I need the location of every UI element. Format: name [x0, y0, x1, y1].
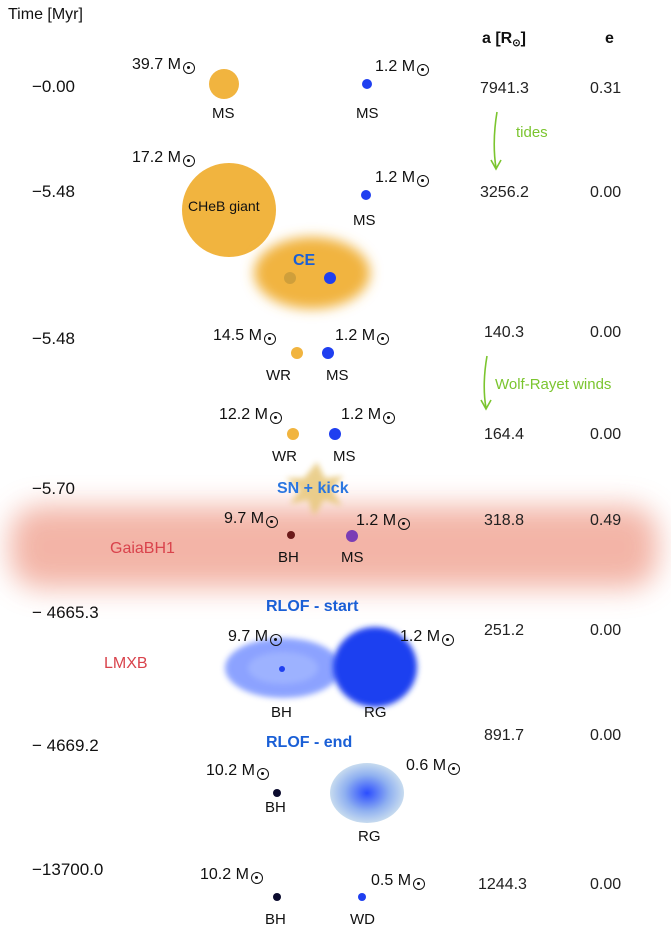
secondary-type: MS	[333, 448, 356, 465]
eccentricity-value: 0.49	[590, 512, 622, 529]
star-cheb-giant	[182, 163, 276, 257]
supernova-kick-label: SN + kick	[277, 480, 349, 497]
separation-value: 3256.2	[480, 184, 529, 201]
eccentricity-value: 0.00	[590, 426, 622, 443]
star-secondary-ms	[322, 347, 334, 359]
supernova-burst	[286, 462, 343, 516]
gaia-band	[10, 506, 658, 588]
secondary-mass: 1.2 M	[335, 327, 390, 345]
primary-type: BH	[278, 549, 299, 566]
star-wr	[287, 428, 299, 440]
red-giant-donor	[333, 627, 417, 707]
star-secondary-ms	[346, 530, 358, 542]
secondary-mass: 0.6 M	[406, 757, 461, 775]
wr-winds-arrow	[483, 355, 488, 409]
eccentricity-value: 0.00	[590, 184, 622, 201]
separation-value: 318.8	[484, 512, 525, 529]
star-primary-ms	[209, 69, 239, 99]
time-value: −0.00	[32, 77, 76, 96]
secondary-mass: 1.2 M	[400, 628, 455, 646]
primary-type: BH	[271, 704, 292, 721]
wr-winds-arrow-head	[480, 399, 492, 411]
secondary-mass: 0.5 M	[371, 872, 426, 890]
wolf-rayet-winds-label: Wolf-Rayet winds	[495, 376, 612, 393]
primary-type: CHeB giant	[188, 198, 260, 214]
white-dwarf	[358, 893, 366, 901]
secondary-type: MS	[353, 212, 376, 229]
secondary-mass: 1.2 M	[356, 512, 411, 530]
common-envelope-glow	[254, 237, 370, 309]
time-value: −5.70	[32, 479, 76, 498]
star-secondary-ms	[329, 428, 341, 440]
tides-arrow-head	[490, 159, 502, 171]
primary-mass: 12.2 M	[219, 406, 282, 424]
rlof-start-label: RLOF - start	[266, 598, 359, 615]
primary-mass: 17.2 M	[132, 149, 195, 167]
eccentricity-value: 0.00	[590, 622, 622, 639]
black-hole	[287, 531, 295, 539]
secondary-type: MS	[356, 105, 379, 122]
black-hole	[279, 666, 285, 672]
red-giant-stripped	[330, 763, 404, 823]
time-value: − 4669.2	[32, 736, 99, 755]
separation-value: 251.2	[484, 622, 525, 639]
ce-companion-blue	[324, 272, 336, 284]
time-value: −13700.0	[32, 860, 104, 879]
rlof-end-label: RLOF - end	[266, 734, 353, 751]
separation-value: 7941.3	[480, 80, 529, 97]
separation-value: 1244.3	[478, 876, 527, 893]
star-wr	[291, 347, 303, 359]
primary-type: WR	[272, 448, 297, 465]
secondary-mass: 1.2 M	[341, 406, 396, 424]
secondary-type: WD	[350, 911, 375, 928]
eccentricity-column-header: e	[605, 30, 614, 47]
separation-column-header: a [R⊙]	[482, 30, 526, 49]
primary-mass: 39.7 M	[132, 56, 195, 74]
time-value: −5.48	[32, 182, 76, 201]
gaiabh1-label: GaiaBH1	[110, 540, 175, 557]
tides-arrow	[493, 111, 498, 169]
ce-core-orange	[284, 272, 296, 284]
secondary-mass: 1.2 M	[375, 169, 430, 187]
primary-type: BH	[265, 911, 286, 928]
primary-mass: 10.2 M	[206, 762, 269, 780]
time-value: − 4665.3	[32, 603, 99, 622]
primary-mass: 14.5 M	[213, 327, 276, 345]
common-envelope-label: CE	[293, 252, 316, 269]
primary-mass: 10.2 M	[200, 866, 263, 884]
time-axis-label: Time [Myr]	[8, 6, 83, 23]
eccentricity-value: 0.31	[590, 80, 622, 97]
lmxb-label: LMXB	[104, 655, 148, 672]
time-value: −5.48	[32, 329, 76, 348]
primary-type: BH	[265, 799, 286, 816]
black-hole	[273, 789, 281, 797]
primary-type: MS	[212, 105, 235, 122]
star-secondary-ms	[362, 79, 372, 89]
separation-value: 140.3	[484, 324, 525, 341]
tides-label: tides	[516, 124, 548, 141]
black-hole	[273, 893, 281, 901]
primary-type: WR	[266, 367, 291, 384]
star-secondary-ms	[361, 190, 371, 200]
eccentricity-value: 0.00	[590, 876, 622, 893]
secondary-type: MS	[341, 549, 364, 566]
secondary-type: MS	[326, 367, 349, 384]
primary-mass: 9.7 M	[228, 628, 283, 646]
eccentricity-value: 0.00	[590, 727, 622, 744]
secondary-type: RG	[358, 828, 381, 845]
primary-mass: 9.7 M	[224, 510, 279, 528]
secondary-type: RG	[364, 704, 387, 721]
eccentricity-value: 0.00	[590, 324, 622, 341]
separation-value: 891.7	[484, 727, 525, 744]
secondary-mass: 1.2 M	[375, 58, 430, 76]
separation-value: 164.4	[484, 426, 525, 443]
